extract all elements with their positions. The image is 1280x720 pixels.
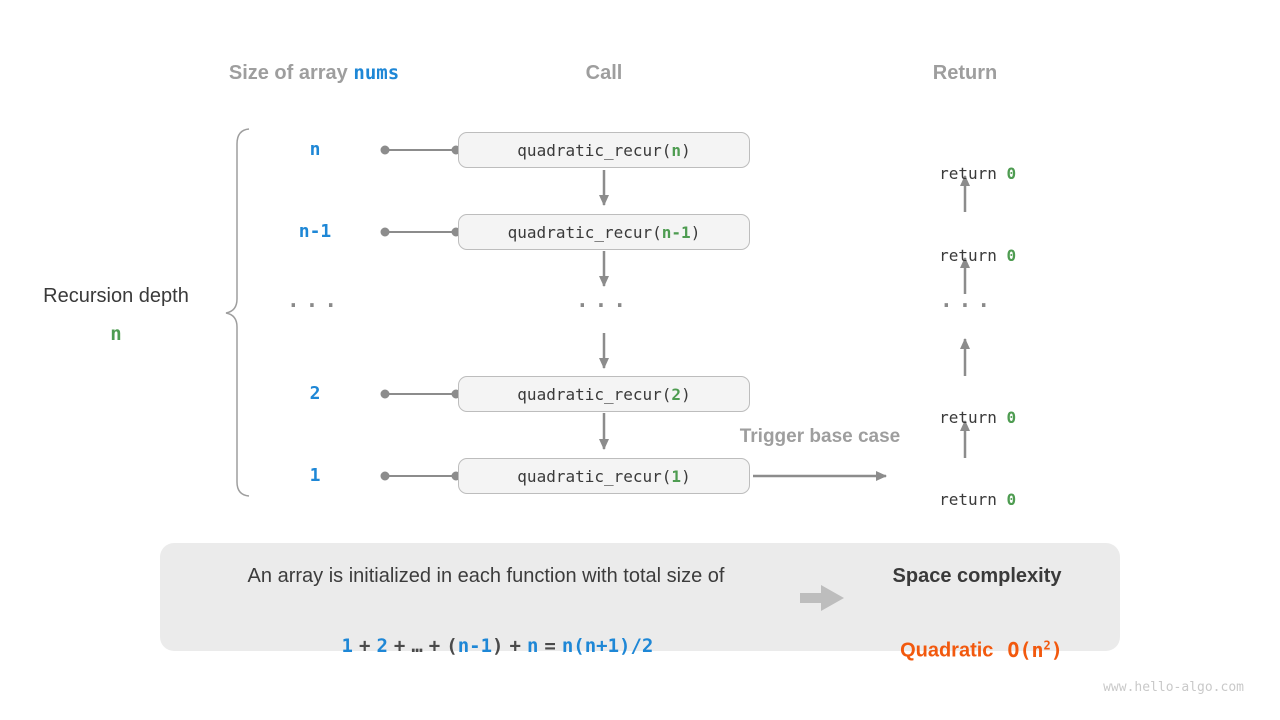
call-fn: quadratic_recur(	[517, 384, 672, 404]
return-ellipsis: ...	[940, 288, 996, 312]
call-close: )	[690, 222, 701, 242]
formula-term: n-1	[457, 635, 493, 657]
formula-op: +	[428, 635, 441, 657]
call-arg: n	[671, 140, 682, 160]
size-label-2: 2	[309, 383, 321, 404]
call-box-2: quadratic_recur(2)	[458, 376, 750, 412]
formula-paren: (	[446, 635, 458, 657]
return-keyword: return	[939, 164, 1007, 183]
space-complexity-value: Quadratic O(n2)	[847, 603, 1107, 662]
return-label-row1: return 0	[880, 138, 1056, 183]
return-keyword: return	[939, 408, 1007, 427]
size-ellipsis: ...	[287, 288, 343, 312]
size-label-1: 1	[309, 465, 321, 486]
formula-term: n	[526, 635, 539, 657]
header-return: Return	[932, 62, 998, 84]
size-label-n1: n-1	[298, 221, 332, 242]
return-label-row2: return 0	[880, 220, 1056, 265]
call-box-n1: quadratic_recur(n-1)	[458, 214, 750, 250]
call-arg: 2	[671, 384, 682, 404]
return-label-row5: return 0	[880, 464, 1056, 509]
watermark: www.hello-algo.com	[1103, 680, 1244, 695]
call-box-n: quadratic_recur(n)	[458, 132, 750, 168]
formula-op: =	[544, 635, 556, 657]
return-keyword: return	[939, 246, 1007, 265]
recursion-depth-label: Recursion depth	[43, 285, 189, 307]
complexity-notation: O(n2)	[1007, 637, 1063, 662]
call-ellipsis: ...	[576, 288, 632, 312]
call-close: )	[681, 140, 691, 160]
summary-text: An array is initialized in each function…	[247, 565, 725, 587]
formula-ellipsis: …	[411, 635, 423, 657]
size-label-n: n	[309, 139, 321, 160]
formula-result: n(n+1)/2	[561, 635, 654, 657]
brace	[225, 128, 250, 497]
size-call-connectors	[380, 145, 461, 481]
call-fn: quadratic_recur(	[517, 466, 672, 486]
return-value: 0	[1006, 164, 1017, 183]
right-arrow-icon	[800, 585, 844, 611]
formula-op: +	[393, 635, 406, 657]
header-nums-code: nums	[353, 62, 400, 84]
space-complexity-title: Space complexity	[892, 565, 1062, 587]
header-size-of-array: Size of array nums	[204, 61, 424, 85]
summary-formula: 1+2+…+(n-1)+n=n(n+1)/2	[180, 604, 792, 657]
call-close: )	[681, 466, 691, 486]
formula-term: 2	[376, 635, 388, 657]
return-value: 0	[1006, 246, 1017, 265]
return-keyword: return	[939, 490, 1007, 509]
call-fn: quadratic_recur(	[507, 222, 662, 242]
trigger-base-case-label: Trigger base case	[739, 426, 901, 447]
call-arg: 1	[671, 466, 682, 486]
header-size-text: Size of array	[228, 62, 348, 84]
return-label-row4: return 0	[880, 382, 1056, 427]
return-value: 0	[1006, 490, 1017, 509]
summary-box	[160, 543, 1120, 651]
formula-paren: )	[492, 635, 504, 657]
return-value: 0	[1006, 408, 1017, 427]
header-call: Call	[585, 62, 623, 84]
formula-term: 1	[341, 635, 353, 657]
formula-op: +	[358, 635, 371, 657]
call-close: )	[681, 384, 691, 404]
recursion-depth-value: n	[110, 323, 122, 345]
call-arg: n-1	[661, 222, 691, 242]
formula-op: +	[509, 635, 521, 657]
complexity-class: Quadratic	[900, 639, 994, 662]
call-fn: quadratic_recur(	[517, 140, 672, 160]
call-box-1: quadratic_recur(1)	[458, 458, 750, 494]
